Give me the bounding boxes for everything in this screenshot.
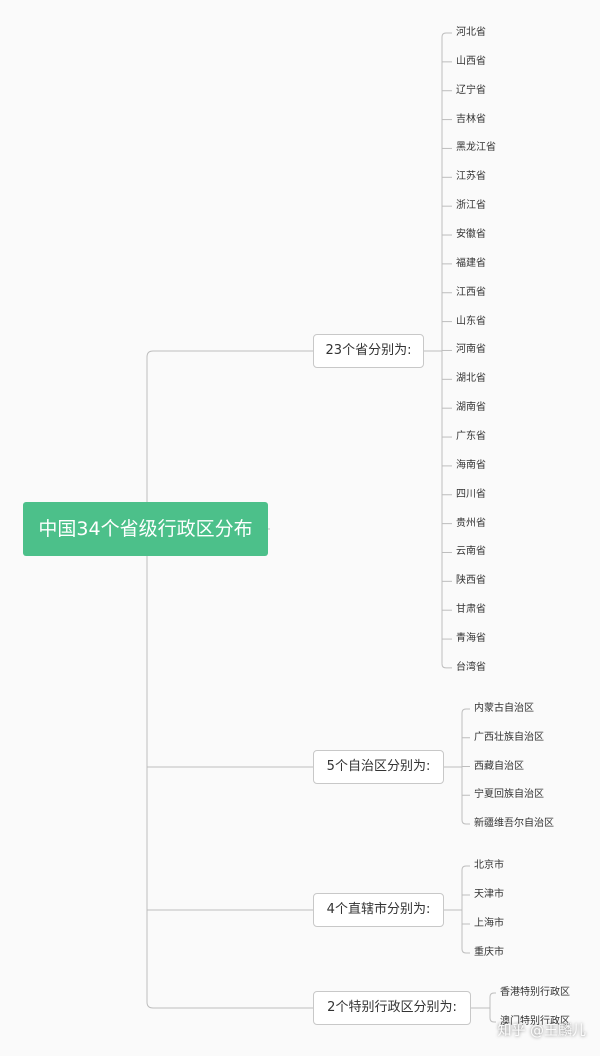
leaf-connector [461,819,470,825]
leaf-connector [489,992,496,998]
leaf-node[interactable]: 重庆市 [474,947,504,958]
branch-node[interactable]: 23个省分别为: [313,334,424,368]
leaf-connector [461,708,470,714]
leaf-node[interactable]: 天津市 [474,889,504,900]
leaf-node[interactable]: 北京市 [474,860,504,871]
leaf-connector [461,865,470,871]
leaf-node[interactable]: 广东省 [456,431,486,443]
leaf-connector [489,1017,496,1023]
leaf-connector [441,663,452,669]
leaf-connector [461,948,470,954]
leaf-node[interactable]: 青海省 [456,633,486,645]
leaf-node[interactable]: 贵州省 [456,517,486,529]
branch-node[interactable]: 5个自治区分别为: [313,750,444,784]
leaf-node[interactable]: 澳门特别行政区 [500,1016,570,1027]
leaf-node[interactable]: 广西壮族自治区 [474,731,544,743]
root-node[interactable]: 中国34个省级行政区分布 [23,502,268,556]
leaf-node[interactable]: 陕西省 [456,575,486,587]
leaf-node[interactable]: 黑龙江省 [456,142,496,154]
leaf-node[interactable]: 台湾省 [456,661,486,673]
branch-node[interactable]: 2个特别行政区分别为: [313,991,471,1025]
leaf-node[interactable]: 吉林省 [456,113,486,125]
leaf-node[interactable]: 云南省 [456,546,486,558]
leaf-node[interactable]: 湖北省 [456,373,486,385]
leaf-node[interactable]: 海南省 [456,459,486,471]
leaf-node[interactable]: 甘肃省 [456,604,486,616]
leaf-node[interactable]: 河南省 [456,344,486,356]
leaf-node[interactable]: 安徽省 [456,229,486,241]
leaf-node[interactable]: 江苏省 [456,171,486,183]
watermark: 知乎 @王麟儿 [497,1023,586,1039]
leaf-node[interactable]: 浙江省 [456,200,486,212]
branch-node[interactable]: 4个直辖市分别为: [313,893,444,927]
leaf-node[interactable]: 江西省 [456,286,486,298]
leaf-node[interactable]: 西藏自治区 [474,760,524,772]
leaf-node[interactable]: 内蒙古自治区 [474,703,534,714]
branch-connector [146,1001,313,1009]
leaf-connector [441,32,452,38]
leaf-node[interactable]: 宁夏回族自治区 [474,789,544,801]
leaf-node[interactable]: 山西省 [456,55,486,67]
leaf-node[interactable]: 上海市 [474,918,504,929]
leaf-node[interactable]: 新疆维吾尔自治区 [474,818,554,829]
leaf-node[interactable]: 香港特别行政区 [500,987,570,998]
leaf-node[interactable]: 辽宁省 [456,84,486,96]
leaf-node[interactable]: 湖南省 [456,402,486,414]
leaf-node[interactable]: 福建省 [456,257,486,269]
branch-connector [146,350,313,358]
leaf-node[interactable]: 山东省 [456,315,486,327]
leaf-node[interactable]: 四川省 [456,488,486,500]
leaf-node[interactable]: 河北省 [456,27,486,38]
